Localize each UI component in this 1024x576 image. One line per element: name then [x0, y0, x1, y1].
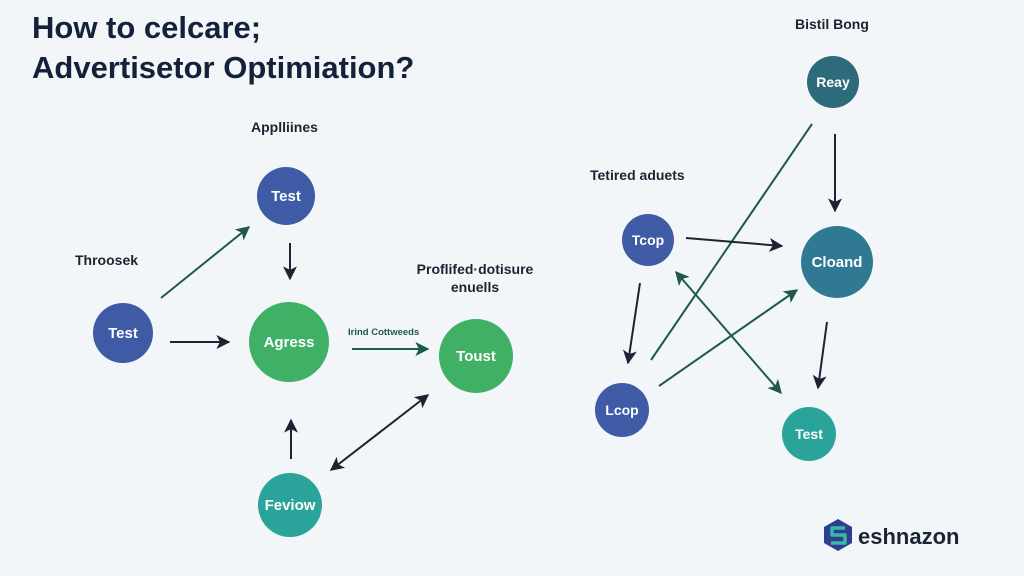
label-tetired-aduets: Tetired aduets	[590, 167, 685, 183]
node-toust-label: Toust	[456, 348, 496, 365]
arrow-tcop-to-lcop	[622, 282, 641, 365]
node-cloand[interactable]: Cloand	[801, 226, 873, 298]
brand-name: eshnazon	[858, 524, 959, 549]
node-reay[interactable]: Reay	[807, 56, 859, 108]
label-throosek: Throosek	[75, 252, 138, 268]
node-toust[interactable]: Toust	[439, 319, 513, 393]
arrow-tcop-test-right-double	[675, 270, 782, 395]
node-test-right-label: Test	[795, 426, 823, 442]
node-agress[interactable]: Agress	[249, 302, 329, 382]
node-test-left-label: Test	[108, 325, 138, 342]
node-test-right[interactable]: Test	[782, 407, 836, 461]
arrow-lcop-to-cloand	[658, 289, 799, 387]
page-title-line-2: Advertisetor Optimiation?	[32, 50, 414, 85]
hexagon-s-logo-icon	[824, 519, 852, 551]
node-fevlow-label: Feviow	[265, 497, 316, 514]
arrow-tcop-to-cloand	[685, 237, 784, 252]
node-lcop-label: Lcop	[605, 402, 638, 418]
node-agress-label: Agress	[264, 334, 315, 351]
node-tcop[interactable]: Tcop	[622, 214, 674, 266]
node-fevlow[interactable]: Feviow	[258, 473, 322, 537]
node-test-top-label: Test	[271, 188, 301, 205]
label-applines: Applliines	[251, 119, 318, 135]
arrow-test-left-to-test-top	[160, 226, 251, 299]
node-cloand-label: Cloand	[812, 254, 863, 271]
label-irind-cottweeds: Irind Cottweeds	[348, 327, 419, 338]
label-bistil-bong: Bistil Bong	[795, 16, 869, 32]
node-test-top[interactable]: Test	[257, 167, 315, 225]
node-reay-label: Reay	[816, 74, 850, 90]
arrow-cloand-to-test-right	[812, 321, 828, 390]
node-tcop-label: Tcop	[632, 232, 664, 248]
page-title-line-1: How to celcare;	[32, 10, 261, 45]
node-lcop[interactable]: Lcop	[595, 383, 649, 437]
node-test-left[interactable]: Test	[93, 303, 153, 363]
label-profiled-line-1: Proflifed·dotisure	[417, 261, 534, 277]
label-profiled-line-2: enuells	[451, 279, 499, 295]
arrow-fevlow-toust-double	[329, 394, 430, 471]
